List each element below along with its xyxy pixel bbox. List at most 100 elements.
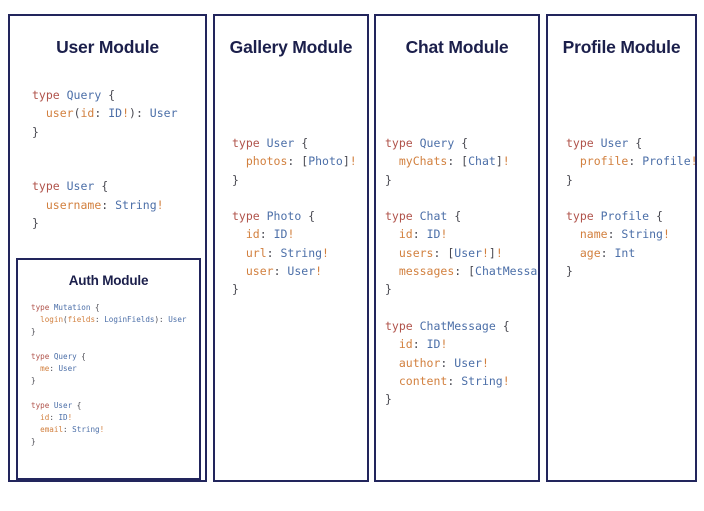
code-token-kw: type (566, 209, 601, 224)
code-line (385, 189, 538, 207)
gallery-module-title: Gallery Module (229, 37, 353, 57)
code-line (232, 189, 357, 207)
code-token-tn: ID (108, 106, 123, 121)
code-token-pn: { (495, 318, 510, 333)
code-token-pn: } (566, 172, 573, 187)
code-token-pn (32, 198, 46, 212)
panel-auth-module[interactable]: Auth Module type Mutation { login(fields… (16, 258, 201, 480)
code-line (566, 189, 695, 207)
code-token-pn: : (49, 364, 59, 373)
code-token-pn: { (649, 209, 663, 224)
code-token-pn (385, 374, 399, 388)
code-token-pn: : (101, 197, 116, 212)
code-token-fld: myChats (398, 154, 448, 169)
code-token-pn: : [ (287, 154, 309, 169)
code-token-kw: type (566, 136, 601, 150)
code-token-pn: { (294, 136, 309, 150)
code-token-fld: id (245, 227, 260, 242)
code-line: type Query { (32, 86, 178, 104)
code-line: type User { (32, 177, 178, 195)
code-token-kw: type (31, 351, 54, 361)
code-token-fld: user (45, 106, 74, 121)
code-line: } (566, 262, 695, 280)
code-token-pn: } (385, 392, 392, 407)
code-token-tn: User (454, 355, 482, 370)
code-line: user(id: ID!): User (32, 104, 178, 122)
code-token-tn: ID (426, 337, 441, 352)
code-token-pn (385, 154, 399, 168)
code-token-tn: Query (53, 351, 77, 361)
code-token-pn: : (607, 227, 622, 242)
code-token-fld: id (398, 337, 413, 352)
code-token-tn: Mutation (53, 303, 91, 312)
code-token-pn (385, 337, 399, 351)
code-token-tn: User (53, 400, 73, 410)
code-line: type Mutation { (31, 302, 187, 314)
code-token-bang: ! (481, 355, 489, 370)
code-token-bang: ! (440, 337, 448, 352)
code-token-fld: email (40, 425, 64, 434)
code-token-pn (31, 425, 40, 434)
code-token-pn (385, 246, 399, 260)
code-token-pn: { (454, 136, 469, 150)
code-token-pn: } (32, 124, 39, 139)
code-token-pn: } (385, 282, 392, 297)
code-token-pn: { (101, 88, 116, 102)
panel-gallery-module[interactable]: Gallery Module type User { photos: [Phot… (213, 14, 369, 482)
code-token-pn: ): (129, 106, 150, 121)
code-token-fld: profile (579, 154, 629, 169)
panel-profile-module[interactable]: Profile Module type User { profile: Prof… (546, 14, 697, 482)
code-token-pn: } (31, 376, 36, 386)
code-token-pn: ): (154, 315, 169, 325)
code-token-fld: id (398, 227, 413, 242)
code-line: email: String! (31, 424, 187, 436)
code-token-pn: { (447, 209, 462, 224)
code-token-bang: ! (349, 154, 357, 169)
code-token-fld: age (579, 245, 601, 260)
code-token-tn: String (461, 373, 503, 388)
code-token-pn (385, 264, 399, 278)
code-token-pn (32, 106, 46, 120)
code-token-pn: { (72, 400, 82, 410)
code-line: type ChatMessage { (385, 317, 538, 335)
code-token-pn: } (232, 172, 239, 187)
code-line: type User { (232, 134, 357, 152)
code-line: age: Int (566, 244, 695, 262)
code-token-kw: type (32, 179, 67, 194)
code-token-pn: : (628, 154, 643, 169)
code-token-bang: ! (287, 227, 295, 242)
code-token-kw: type (32, 88, 67, 102)
user-module-code: type Query { user(id: ID!): User} type U… (32, 86, 178, 232)
code-token-tn: Photo (308, 154, 343, 169)
code-token-tn: ID (426, 227, 441, 242)
code-line: } (385, 390, 538, 408)
code-line: } (32, 214, 178, 232)
code-token-pn: ] (495, 154, 503, 169)
code-token-tn: String (115, 197, 157, 212)
code-token-pn (31, 315, 40, 324)
code-token-tn: ChatMessage (419, 318, 496, 333)
code-line: url: String! (232, 244, 357, 262)
code-line: author: User! (385, 354, 538, 372)
code-token-bang: ! (156, 197, 164, 212)
profile-module-title: Profile Module (562, 37, 681, 57)
code-line (32, 159, 178, 177)
code-line (31, 339, 187, 351)
code-line: } (385, 280, 538, 298)
code-token-tn: String (72, 425, 100, 434)
code-token-tn: Chat (419, 209, 448, 224)
code-token-pn: : (273, 264, 288, 279)
code-line: id: ID! (232, 225, 357, 243)
code-token-tn: ID (273, 227, 288, 242)
code-line: id: ID! (385, 225, 538, 243)
code-token-pn: : (266, 245, 281, 260)
code-token-kw: type (31, 303, 54, 312)
code-token-tn: User (454, 245, 482, 260)
code-token-pn (232, 154, 246, 168)
panel-chat-module[interactable]: Chat Module type Query { myChats: [Chat]… (374, 14, 540, 482)
code-token-pn: : (94, 106, 109, 121)
code-token-pn: { (90, 303, 100, 312)
code-token-tn: Chat (468, 154, 496, 169)
code-line: } (232, 280, 357, 298)
panel-user-module[interactable]: User Module type Query { user(id: ID!): … (8, 14, 207, 482)
